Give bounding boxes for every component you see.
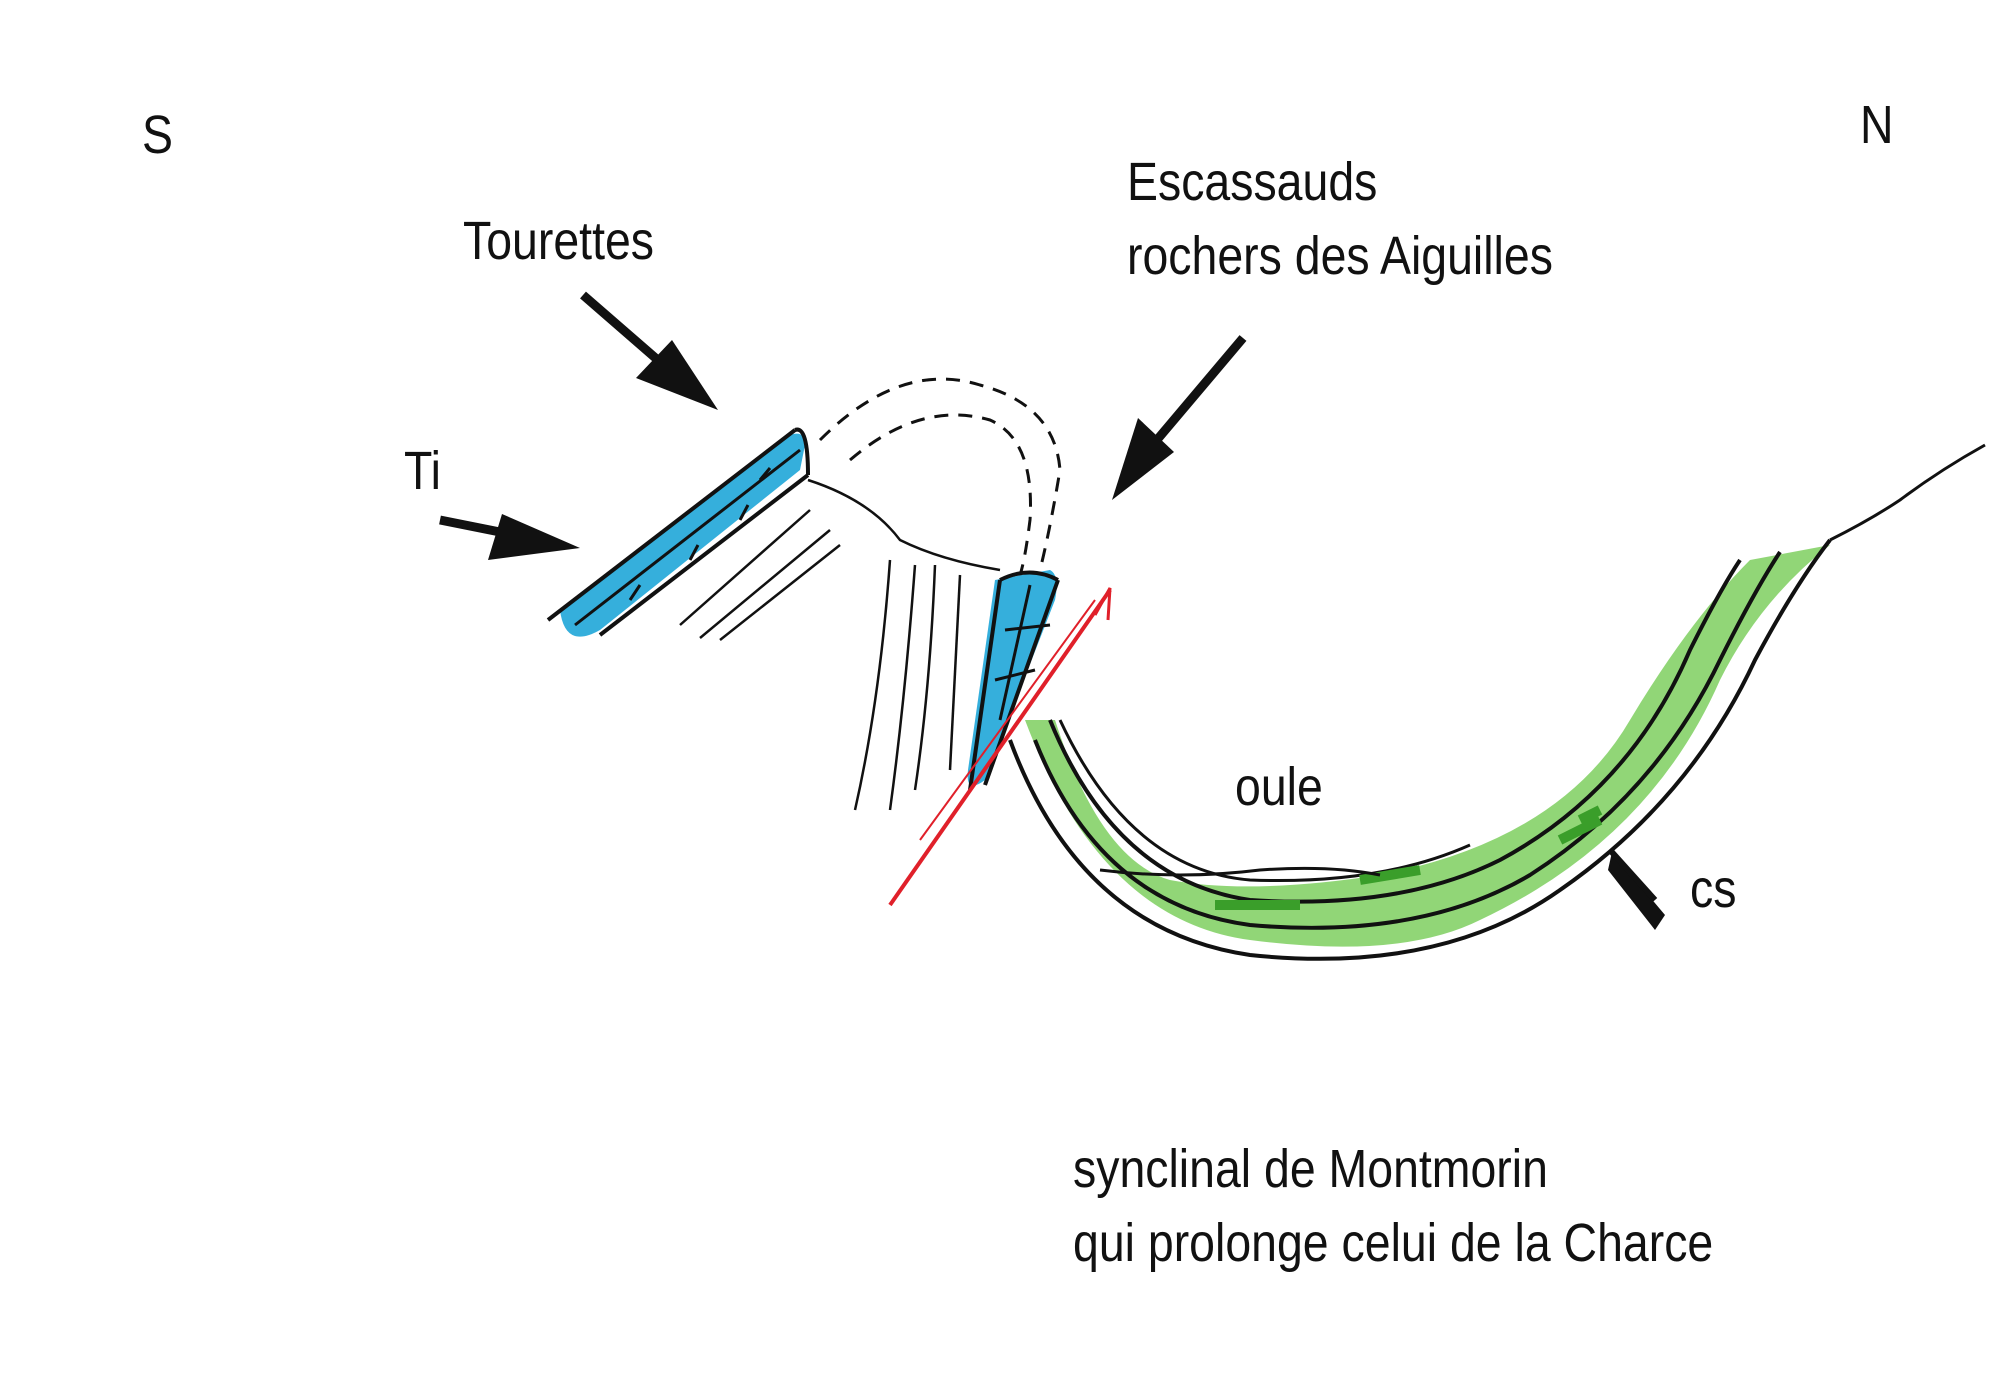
northern-tithonic-bar [967, 570, 1060, 791]
synclinal-label-line2: qui prolonge celui de la Charce [1073, 1213, 1714, 1273]
ti-label: Ti [404, 441, 441, 501]
oule-label: oule [1235, 757, 1323, 817]
north-label: N [1860, 95, 1894, 155]
tourettes-label: Tourettes [463, 211, 655, 271]
tourettes-arrow [580, 291, 718, 410]
escassauds-label-line2: rochers des Aiguilles [1127, 226, 1553, 286]
south-label: S [142, 105, 173, 165]
eroded-anticline-outline [818, 377, 1062, 576]
fault-line [888, 587, 1112, 907]
topographic-profile [1099, 443, 1986, 877]
cs-arrow [1607, 847, 1665, 930]
escassauds-label-line1: Escassauds [1127, 152, 1378, 212]
marl-strata [679, 478, 1001, 811]
syncline-layers [1008, 538, 1832, 961]
synclinal-label: synclinal de Montmorin qui prolonge celu… [1073, 1132, 1713, 1280]
synclinal-label-line1: synclinal de Montmorin [1073, 1139, 1548, 1199]
southern-tithonic-bar [546, 427, 810, 637]
cs-label: cs [1690, 859, 1737, 919]
ti-arrow [439, 514, 580, 560]
escassauds-arrow [1112, 335, 1247, 500]
escassauds-label: Escassauds rochers des Aiguilles [1127, 145, 1553, 293]
